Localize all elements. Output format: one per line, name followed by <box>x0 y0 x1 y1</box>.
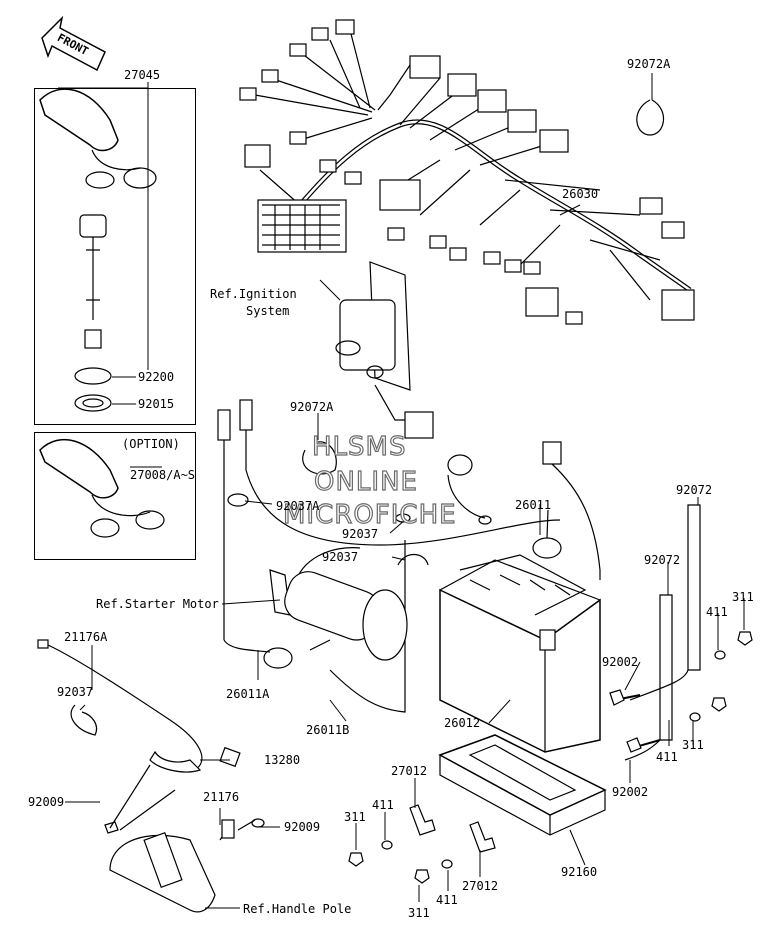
part-27045[interactable]: 27045 <box>124 68 161 82</box>
part-26011B[interactable]: 26011B <box>306 723 350 737</box>
part-13280[interactable]: 13280 <box>264 753 301 767</box>
part-92009-b[interactable]: 92009 <box>284 820 321 834</box>
part-411-b[interactable]: 411 <box>436 893 458 907</box>
ref-ignition-line-2[interactable]: System <box>246 304 290 318</box>
part-311-b[interactable]: 311 <box>408 906 430 920</box>
battery-drawing <box>439 554 601 753</box>
part-92037A[interactable]: 92037A <box>276 499 320 513</box>
part-92072-r2[interactable]: 92072 <box>644 553 681 567</box>
part-92002-2[interactable]: 92002 <box>612 785 649 799</box>
part-411-r2[interactable]: 411 <box>656 750 678 764</box>
part-92200[interactable]: 92200 <box>138 370 175 384</box>
watermark-line-3: MICROFICHE <box>282 499 457 530</box>
part-311-r2[interactable]: 311 <box>682 738 704 752</box>
watermark-line-2: ONLINE <box>313 466 418 497</box>
battery-case-drawing <box>438 734 607 836</box>
clamp-92037-drawing <box>397 553 429 566</box>
option-key-drawing <box>39 439 165 538</box>
handle-pole-drawing <box>109 818 265 913</box>
ignition-switch-drawing <box>39 88 157 412</box>
front-arrow-icon <box>41 15 106 72</box>
part-411-a[interactable]: 411 <box>372 798 394 812</box>
option-box <box>34 432 196 560</box>
ignition-switch-box <box>34 88 196 425</box>
watermark-line-1: HLSMS <box>311 431 407 462</box>
part-92002-1[interactable]: 92002 <box>602 655 639 669</box>
brackets-drawing <box>409 804 496 853</box>
part-92037-a[interactable]: 92037 <box>342 527 379 541</box>
part-26030[interactable]: 26030 <box>562 187 599 201</box>
clamp-mid-drawing <box>302 441 337 475</box>
part-27008[interactable]: 27008/A~S <box>130 468 196 482</box>
band-clamp-drawing <box>636 99 664 136</box>
part-92015[interactable]: 92015 <box>138 397 175 411</box>
option-label: (OPTION) <box>122 437 180 451</box>
ref-starter-motor[interactable]: Ref.Starter Motor <box>96 597 219 611</box>
part-26012[interactable]: 26012 <box>444 716 481 730</box>
part-92009-a[interactable]: 92009 <box>28 795 65 809</box>
part-27012-b[interactable]: 27012 <box>462 879 499 893</box>
cable-26011-drawing <box>532 441 601 580</box>
main-harness-drawing <box>239 19 695 325</box>
part-92072-r1[interactable]: 92072 <box>676 483 713 497</box>
ref-ignition-line-1[interactable]: Ref.Ignition <box>210 287 297 301</box>
cable-terminals-drawing <box>217 399 561 713</box>
part-92037-b[interactable]: 92037 <box>322 550 359 564</box>
solenoid-drawing <box>335 261 434 439</box>
part-92037-c[interactable]: 92037 <box>57 685 94 699</box>
part-21176[interactable]: 21176 <box>203 790 240 804</box>
fasteners-drawing <box>348 631 753 884</box>
ref-handle-pole[interactable]: Ref.Handle Pole <box>243 902 352 916</box>
part-411-r1[interactable]: 411 <box>706 605 728 619</box>
part-92160[interactable]: 92160 <box>561 865 598 879</box>
part-92072A-top[interactable]: 92072A <box>627 57 671 71</box>
straps-drawing <box>624 504 701 761</box>
part-311-a[interactable]: 311 <box>344 810 366 824</box>
cable-21176A-drawing <box>37 639 241 834</box>
part-92072A-mid[interactable]: 92072A <box>290 400 334 414</box>
part-26011[interactable]: 26011 <box>515 498 552 512</box>
part-26011A[interactable]: 26011A <box>226 687 270 701</box>
part-21176A[interactable]: 21176A <box>64 630 108 644</box>
part-27012-a[interactable]: 27012 <box>391 764 428 778</box>
starter-motor-drawing <box>269 569 408 661</box>
part-311-r1[interactable]: 311 <box>732 590 754 604</box>
